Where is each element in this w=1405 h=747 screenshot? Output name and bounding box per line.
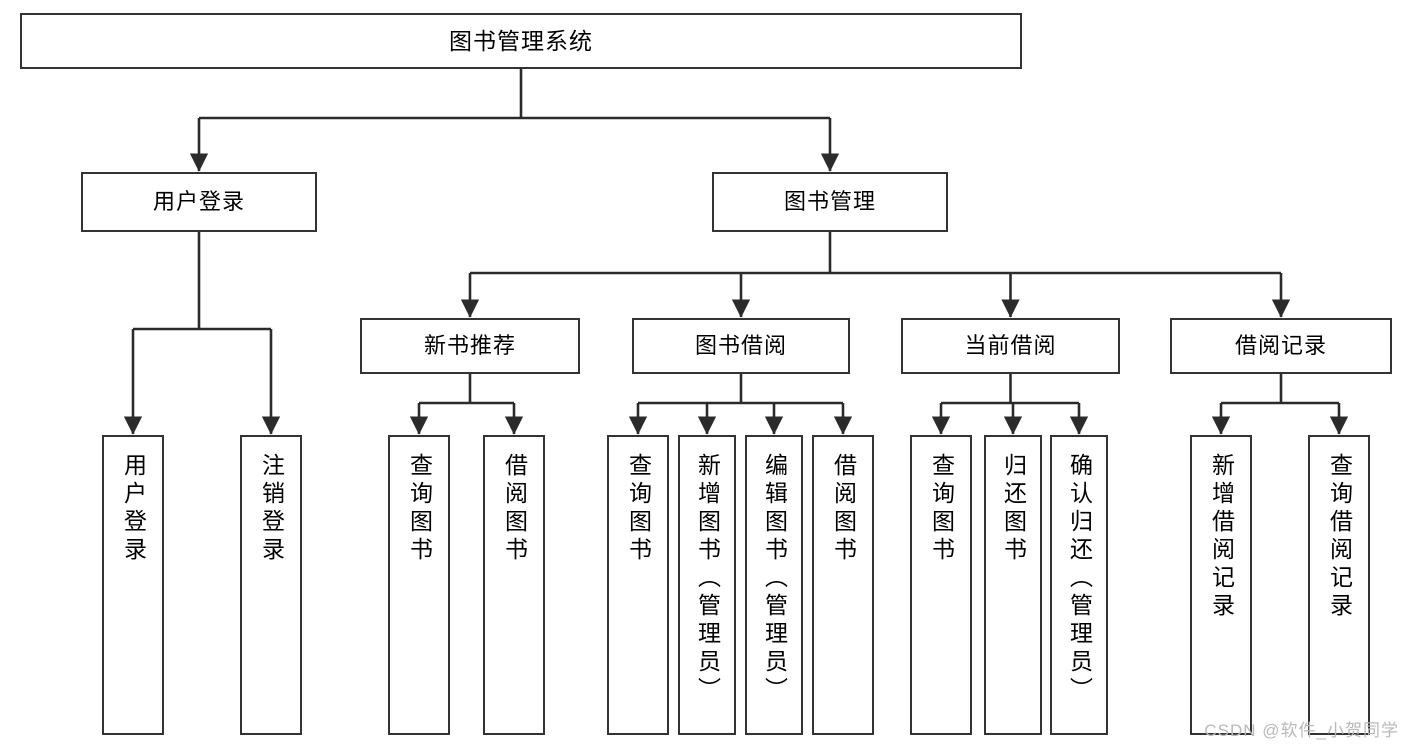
node-leaf-borrow-book-2[interactable]: 借阅图书 xyxy=(812,435,874,735)
node-book-manage[interactable]: 图书管理 xyxy=(712,172,948,232)
node-leaf-return-book[interactable]: 归还图书 xyxy=(984,435,1042,735)
node-leaf-confirm-return-label: 确认归还（管理员） xyxy=(1066,453,1093,705)
node-leaf-query-book-3-label: 查询图书 xyxy=(928,453,955,565)
node-leaf-query-record[interactable]: 查询借阅记录 xyxy=(1308,435,1370,735)
node-leaf-add-record-label: 新增借阅记录 xyxy=(1208,453,1235,621)
node-leaf-edit-book-label: 编辑图书（管理员） xyxy=(761,453,788,705)
node-leaf-query-book-1-label: 查询图书 xyxy=(406,453,433,565)
node-leaf-add-book[interactable]: 新增图书（管理员） xyxy=(678,435,736,735)
node-leaf-borrow-book-1[interactable]: 借阅图书 xyxy=(483,435,545,735)
node-root[interactable]: 图书管理系统 xyxy=(20,13,1022,69)
node-borrow-record[interactable]: 借阅记录 xyxy=(1170,318,1392,374)
node-user-login-label: 用户登录 xyxy=(152,188,245,214)
node-leaf-return-book-label: 归还图书 xyxy=(1000,453,1027,565)
node-user-login[interactable]: 用户登录 xyxy=(81,172,317,232)
node-leaf-borrow-book-1-label: 借阅图书 xyxy=(501,453,528,565)
node-leaf-borrow-book-2-label: 借阅图书 xyxy=(830,453,857,565)
node-leaf-logout[interactable]: 注销登录 xyxy=(240,435,302,735)
node-leaf-logout-label: 注销登录 xyxy=(258,453,285,565)
node-leaf-query-book-2-label: 查询图书 xyxy=(625,453,652,565)
node-current-borrow-label: 当前借阅 xyxy=(964,332,1057,358)
node-new-book-recommend[interactable]: 新书推荐 xyxy=(360,318,580,374)
node-book-borrow-label: 图书借阅 xyxy=(694,332,787,358)
node-leaf-add-book-label: 新增图书（管理员） xyxy=(694,453,721,705)
node-leaf-edit-book[interactable]: 编辑图书（管理员） xyxy=(745,435,803,735)
node-current-borrow[interactable]: 当前借阅 xyxy=(901,318,1120,374)
node-leaf-user-login-label: 用户登录 xyxy=(120,453,147,565)
node-leaf-query-book-2[interactable]: 查询图书 xyxy=(607,435,669,735)
node-leaf-query-book-3[interactable]: 查询图书 xyxy=(910,435,972,735)
node-book-manage-label: 图书管理 xyxy=(783,188,876,214)
node-leaf-add-record[interactable]: 新增借阅记录 xyxy=(1190,435,1252,735)
node-leaf-query-record-label: 查询借阅记录 xyxy=(1326,453,1353,621)
node-book-borrow[interactable]: 图书借阅 xyxy=(632,318,850,374)
node-borrow-record-label: 借阅记录 xyxy=(1234,332,1327,358)
node-new-book-recommend-label: 新书推荐 xyxy=(423,332,516,358)
node-leaf-query-book-1[interactable]: 查询图书 xyxy=(388,435,450,735)
node-leaf-confirm-return[interactable]: 确认归还（管理员） xyxy=(1050,435,1108,735)
node-leaf-user-login[interactable]: 用户登录 xyxy=(102,435,164,735)
watermark: CSDN @软件_小贺同学 xyxy=(1204,721,1399,740)
node-root-label: 图书管理系统 xyxy=(449,27,593,54)
